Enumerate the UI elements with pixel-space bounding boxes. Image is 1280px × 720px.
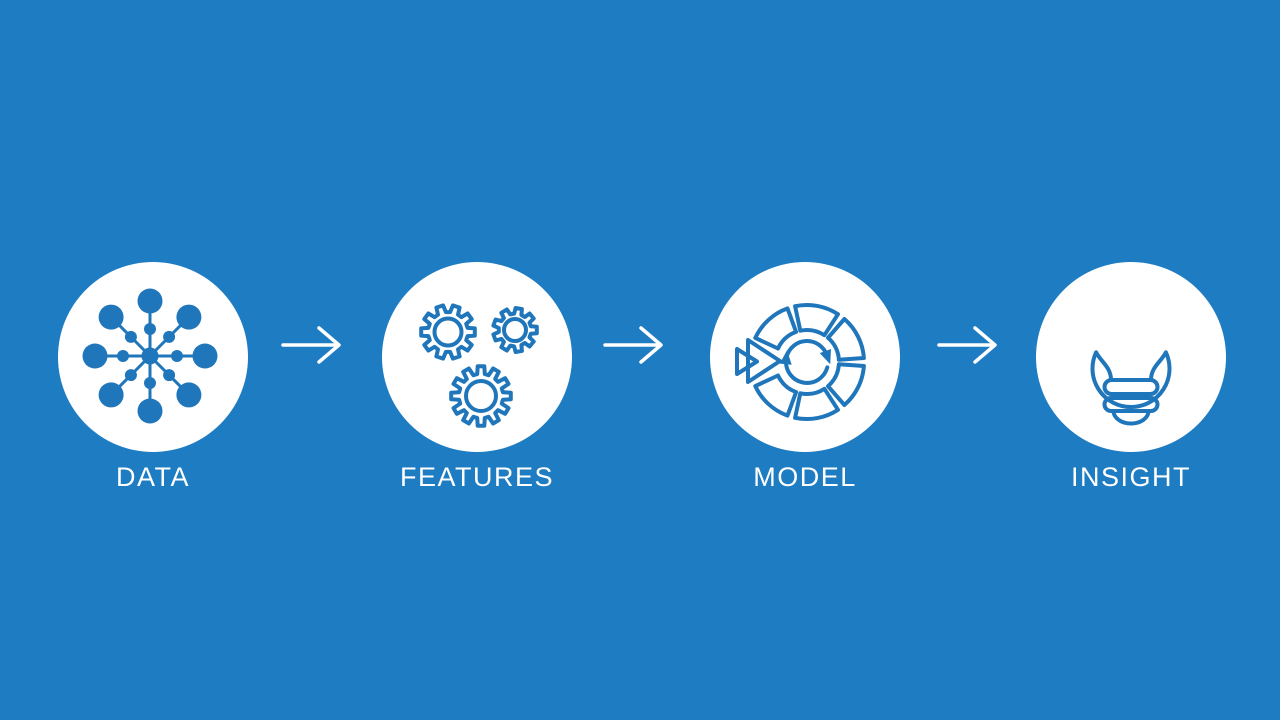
step-label-insight: INSIGHT [1070,462,1191,492]
pipeline-step-features: FEATURES [382,262,572,502]
model-cycle-icon [735,302,866,422]
step-label-features: FEATURES [399,462,554,492]
data-circle [58,262,248,452]
pipeline-step-insight: INSIGHT [1036,262,1226,502]
model-circle [710,262,900,452]
pipeline-step-data: DATA [58,262,248,502]
lightbulb-icon [1090,350,1172,426]
gears-icon [419,303,539,428]
step-label-data: DATA [115,462,190,492]
step-label-model: MODEL [753,462,857,492]
insight-circle [1036,262,1226,452]
features-circle [382,262,572,452]
arrow-right-icon [937,326,997,364]
data-network-icon [82,288,218,424]
arrow-right-icon [603,326,663,364]
arrow-right-icon [281,326,341,364]
pipeline-step-model: MODEL [710,262,900,502]
